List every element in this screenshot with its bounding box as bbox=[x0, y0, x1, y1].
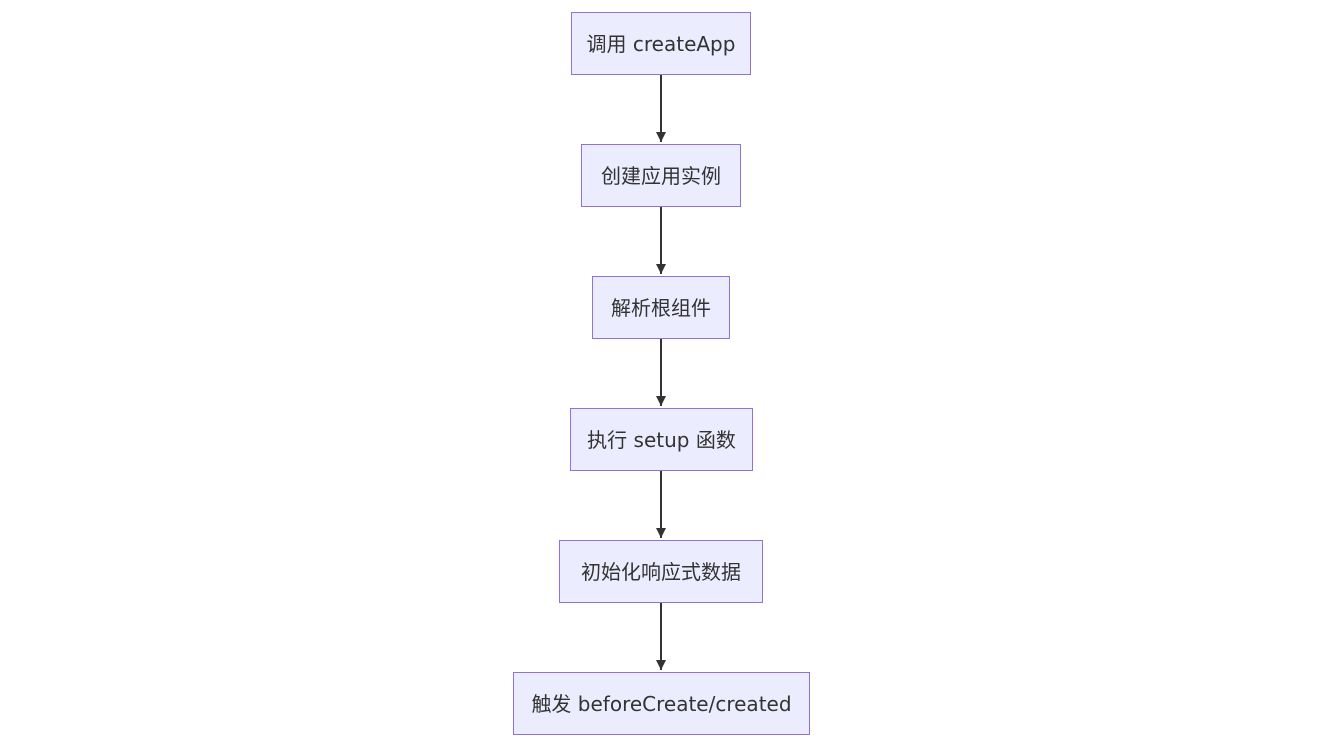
node-label: 解析根组件 bbox=[611, 295, 711, 320]
node-label: 初始化响应式数据 bbox=[581, 559, 741, 584]
node-label: 执行 setup 函数 bbox=[587, 427, 736, 452]
node-init-reactive-data: 初始化响应式数据 bbox=[559, 540, 763, 603]
node-run-setup: 执行 setup 函数 bbox=[570, 408, 753, 471]
node-label: 调用 createApp bbox=[586, 31, 736, 56]
node-call-createapp: 调用 createApp bbox=[571, 12, 751, 75]
node-label: 创建应用实例 bbox=[601, 163, 721, 188]
node-label: 触发 beforeCreate/created bbox=[531, 691, 792, 716]
node-parse-root-component: 解析根组件 bbox=[592, 276, 730, 339]
node-create-app-instance: 创建应用实例 bbox=[581, 144, 741, 207]
node-trigger-lifecycle: 触发 beforeCreate/created bbox=[513, 672, 810, 735]
